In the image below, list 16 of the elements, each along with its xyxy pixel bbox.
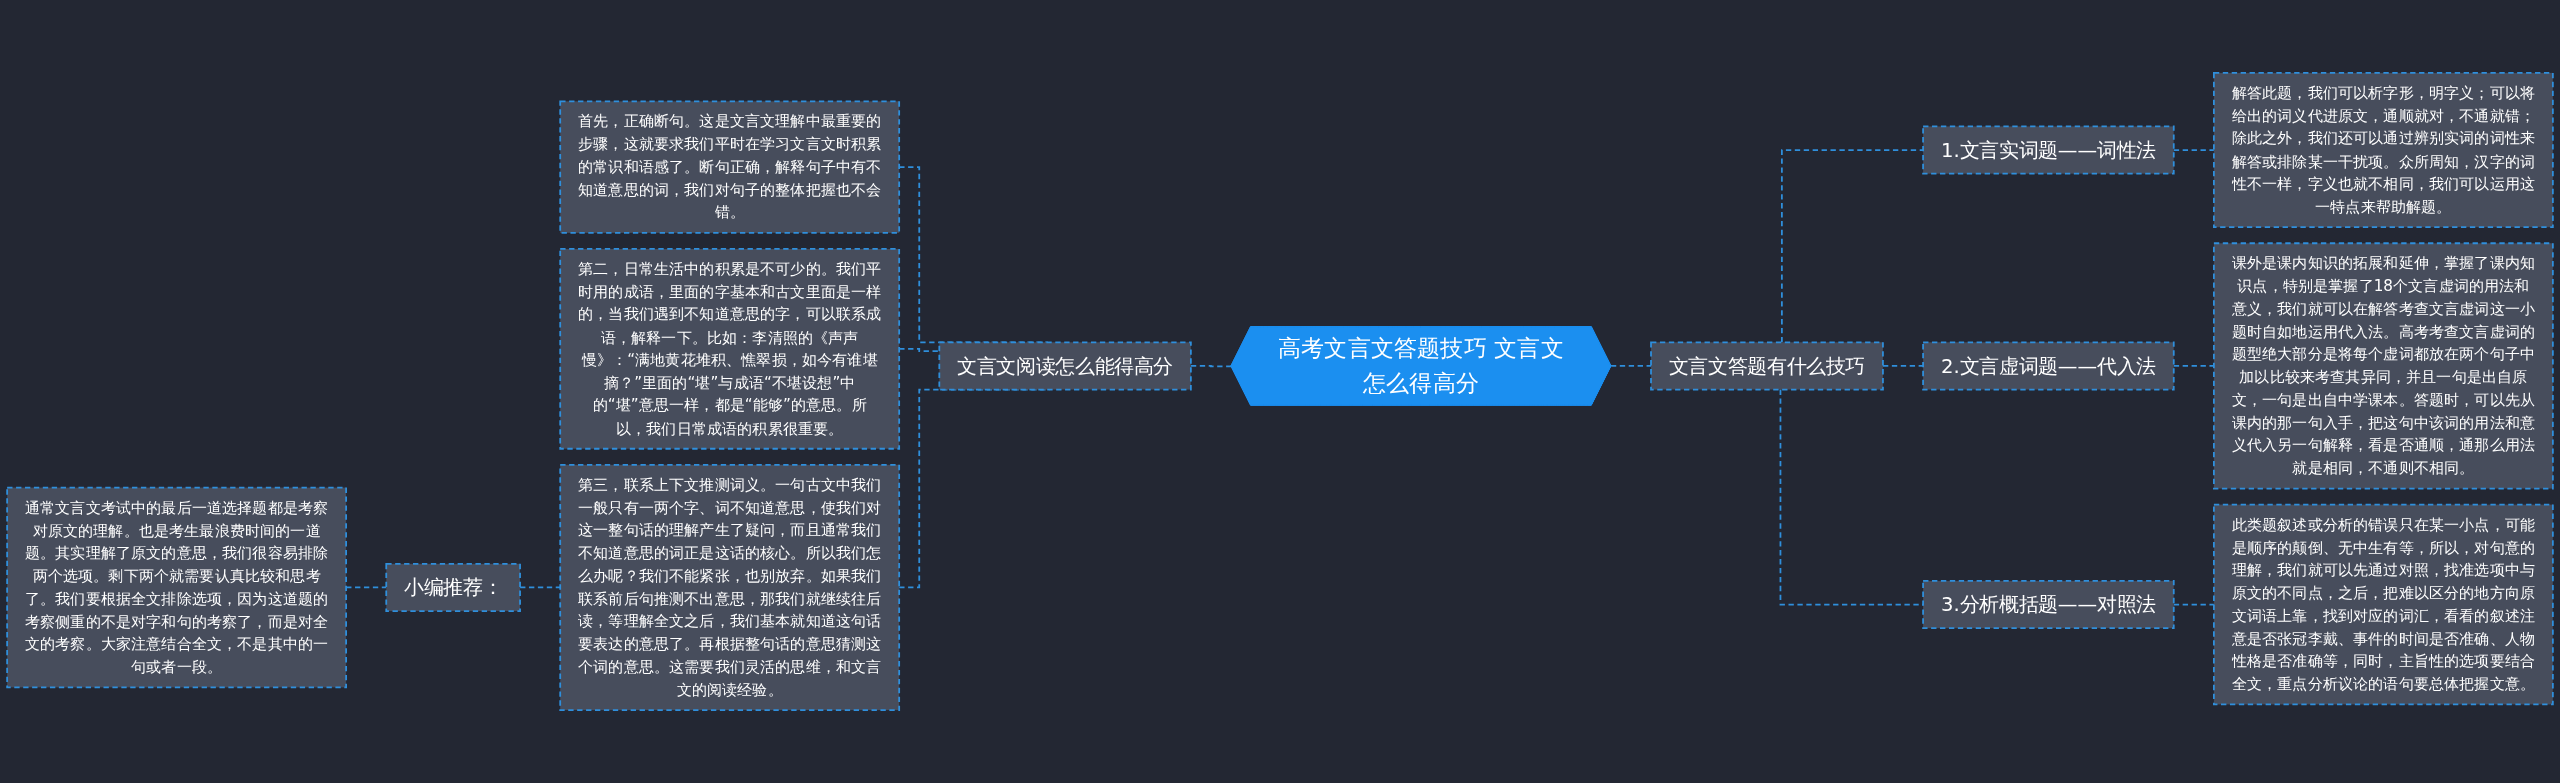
- node-box: 第三，联系上下文推测词义。一句古文中我们一般只有一两个字、词不知道意思，使我们对这一整句话的理解产生了疑问，而且通常我们不知道意思的词正是这话的核心。所以我们怎么办呢？我们不能紧张，也别放弃。如果我们联系前后句推测不出意思，那我们就继续往后读，等理解全文之后，我们基本就知道这句话要表达的意思了。再根据整句话的意思猜测这个词的意思。这需要我们灵活的思维，和文言文的阅读经验。: [559, 463, 901, 711]
- node-box: 文言文答题有什么技巧: [1650, 341, 1884, 391]
- node-box: 3.分析概括题——对照法: [1922, 580, 2175, 630]
- node-box: 通常文言文考试中的最后一道选择题都是考察对原文的理解。也是考生最浪费时间的一道题。其实理解了原文的意思，我们很容易排除两个选项。剩下两个就需要认真比较和思考了。我们要根据全文排除选项，因为这道题的考察侧重的不是对字和句的考察了，而是对全文的考察。大家注意结合全文，不是其中的一句或者一段。: [6, 486, 347, 689]
- node-box: 小编推荐：: [385, 562, 521, 612]
- node-box: 1.文言实词题——词性法: [1922, 125, 2175, 175]
- node-box: 2.文言虚词题——代入法: [1922, 341, 2175, 391]
- node-box: 文言文阅读怎么能得高分: [938, 341, 1192, 391]
- node-box: 第二，日常生活中的积累是不可少的。我们平时用的成语，里面的字基本和古文里面是一样的，当我们遇到不知道意思的字，可以联系成语，解释一下。比如：李清照的《声声慢》：“满地黄花堆积、憔翠损，如今有谁堪摘？”里面的“堪”与成语“不堪设想”中的“堪”意思一样，都是“能够”的意思。所以，我们日常成语的积累很重要。: [559, 248, 901, 450]
- node-box: 此类题叙述或分析的错误只在某一小点，可能是顺序的颠倒、无中生有等，所以，对句意的理解，我们就可以先通过对照，找准选项中与原文的不同点，之后，把难以区分的地方向原文词语上靠，找到对应的词汇，看看的叙述注意是否张冠李戴、事件的时间是否准确、人物性格是否准确等，同时，主旨性的选项要结合全文，重点分析议论的语句要总体把握文意。: [2213, 503, 2554, 706]
- node-box: 解答此题，我们可以析字形，明字义；可以将给出的词义代进原文，通顺就对，不通就错；除此之外，我们还可以通过辨别实词的词性来解答或排除某一干扰项。众所周知，汉字的词性不一样，字义也就不相同，我们可以运用这一特点来帮助解题。: [2213, 72, 2554, 229]
- node-box: 首先，正确断句。这是文言文理解中最重要的步骤，这就要求我们平时在学习文言文时积累的常识和语感了。断句正确，解释句子中有不知道意思的词，我们对句子的整体把握也不会错。: [559, 100, 901, 234]
- connector: [1781, 149, 1924, 344]
- connector: [1882, 365, 1924, 367]
- node-box: 课外是课内知识的拓展和延伸，掌握了课内知识点，特别是掌握了18个文言虚词的用法和意义，我们就可以在解答考查文言虚词这一小题时自如地运用代入法。高考考查文言虚词的题型绝大部分是将每个虚词都放在两个句子中加以比较来考查其异同，并且一句是出自原文，一句是出自中学课本。答题时，可以先从课内的那一句入手，把这句中该词的用法和意义代入另一句解释，看是否通顺，通那么用法就是相同，不通则不相同。: [2213, 242, 2554, 490]
- connector: [1610, 365, 1652, 368]
